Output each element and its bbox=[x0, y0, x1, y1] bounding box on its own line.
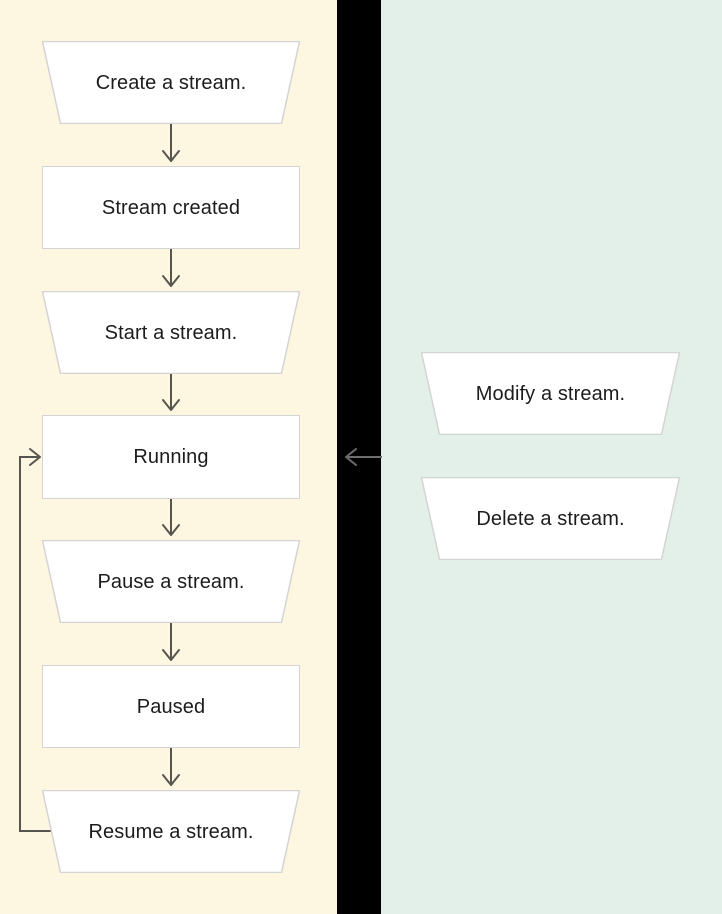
node-stream-created[interactable]: Stream created bbox=[42, 166, 300, 249]
trapezoid-shape bbox=[42, 790, 300, 873]
node-pause-a-stream[interactable]: Pause a stream. bbox=[42, 540, 300, 623]
node-label: Start a stream. bbox=[104, 321, 238, 344]
lane-divider-background bbox=[337, 0, 381, 914]
node-label: Paused bbox=[136, 695, 206, 718]
node-paused[interactable]: Paused bbox=[42, 665, 300, 748]
node-label: Delete a stream. bbox=[476, 507, 625, 530]
trapezoid-shape bbox=[421, 352, 680, 435]
node-label: Running bbox=[133, 446, 209, 468]
trapezoid-shape bbox=[421, 477, 680, 560]
node-label: Resume a stream. bbox=[88, 820, 254, 843]
lane-right-background bbox=[381, 0, 722, 914]
trapezoid-shape bbox=[42, 41, 300, 124]
trapezoid-shape bbox=[42, 540, 300, 623]
node-running[interactable]: Running bbox=[42, 415, 300, 499]
node-delete-a-stream[interactable]: Delete a stream. bbox=[421, 477, 680, 560]
node-start-a-stream[interactable]: Start a stream. bbox=[42, 291, 300, 374]
node-resume-a-stream[interactable]: Resume a stream. bbox=[42, 790, 300, 873]
node-modify-a-stream[interactable]: Modify a stream. bbox=[421, 352, 680, 435]
node-label: Stream created bbox=[101, 196, 241, 219]
node-label: Pause a stream. bbox=[97, 570, 245, 593]
node-label: Modify a stream. bbox=[475, 382, 626, 405]
node-create-a-stream[interactable]: Create a stream. bbox=[42, 41, 300, 124]
trapezoid-shape bbox=[42, 291, 300, 374]
node-label: Create a stream. bbox=[95, 71, 247, 94]
